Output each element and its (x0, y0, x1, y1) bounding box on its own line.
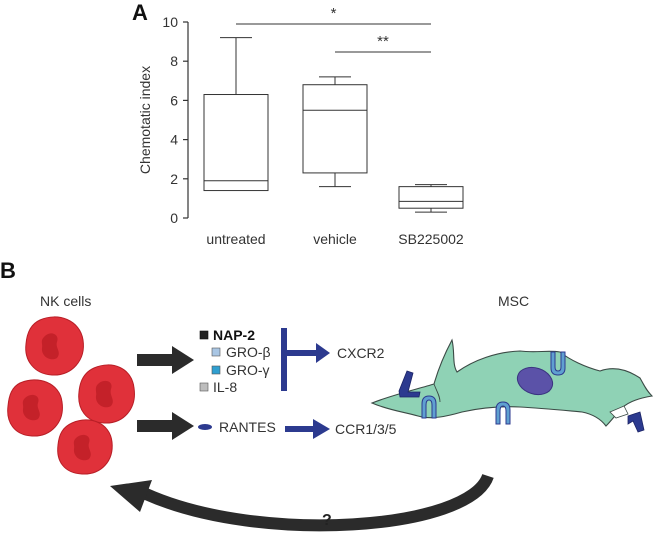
significance-label: ** (377, 33, 389, 50)
ccr-arrow (285, 419, 330, 439)
nk-nucleus (41, 333, 59, 360)
receptor-ccr-label: CCR1/3/5 (335, 421, 397, 437)
msc-nucleus (516, 366, 554, 396)
panel-b-letter: B (0, 258, 16, 283)
receptor-cxcr2-label: CXCR2 (337, 345, 385, 361)
receptor-u-2 (421, 395, 437, 419)
msc-cell (370, 338, 654, 427)
box-untreated (203, 37, 269, 192)
chemokine-gro-gamma: GRO-γ (226, 362, 270, 378)
boxes (203, 37, 464, 213)
nk-cell (7, 379, 63, 437)
chemokine-list: NAP-2 GRO-β GRO-γ IL-8 (199, 327, 271, 395)
box-vehicle (302, 76, 368, 188)
x-category-label: SB225002 (398, 231, 464, 247)
receptor-hook-1 (398, 370, 421, 398)
category-labels: untreated vehicle SB225002 (206, 231, 463, 247)
y-tick-label: 0 (170, 210, 178, 226)
receptor-hook-2 (627, 411, 645, 433)
y-tick-label: 6 (170, 92, 178, 108)
panel-a-letter: A (132, 0, 148, 25)
box-iqr (398, 186, 464, 209)
significance-brackets: *** (236, 5, 431, 53)
secretion-arrow-1 (137, 346, 194, 374)
nk-nucleus (95, 380, 113, 408)
gro-beta-square-icon (211, 347, 221, 357)
box-iqr (302, 84, 368, 174)
box-plot-chart: 0 2 4 6 8 10 Chemotatic index untreated vehicl… (137, 5, 464, 247)
box-iqr (203, 94, 269, 192)
y-tick-label: 8 (170, 53, 178, 69)
chemokine-nap2: NAP-2 (213, 327, 255, 343)
significance-label: * (331, 5, 337, 22)
y-tick-label: 4 (170, 132, 178, 148)
y-tick-label: 2 (170, 171, 178, 187)
receptor-u-3 (495, 401, 511, 425)
y-tick-label: 10 (162, 14, 178, 30)
nk-nucleus (73, 434, 91, 461)
chemokine-il8: IL-8 (213, 379, 237, 395)
msc-label: MSC (498, 293, 529, 309)
cxcr2-bracket-arrow (281, 328, 330, 391)
il8-square-icon (199, 382, 209, 392)
question-mark: ? (322, 512, 332, 529)
rantes-icon (198, 424, 212, 430)
rantes-label: RANTES (219, 419, 276, 435)
nk-cell-group (7, 316, 135, 475)
x-category-label: vehicle (313, 231, 357, 247)
secretion-arrow-2 (137, 412, 194, 440)
receptor-u-1 (550, 351, 566, 376)
x-category-label: untreated (206, 231, 265, 247)
nk-cell (78, 364, 135, 424)
nk-cell (57, 419, 113, 475)
nk-cell (25, 316, 84, 376)
y-ticks: 0 2 4 6 8 10 (162, 14, 188, 226)
y-axis-title: Chemotatic index (137, 66, 153, 174)
box-sb225002 (398, 184, 464, 213)
nk-cells-label: NK cells (40, 293, 91, 309)
nap2-square-icon (199, 330, 209, 340)
gro-gamma-square-icon (211, 365, 221, 375)
nk-nucleus (22, 394, 40, 421)
feedback-arrow (110, 473, 494, 532)
chemokine-gro-beta: GRO-β (226, 344, 271, 360)
